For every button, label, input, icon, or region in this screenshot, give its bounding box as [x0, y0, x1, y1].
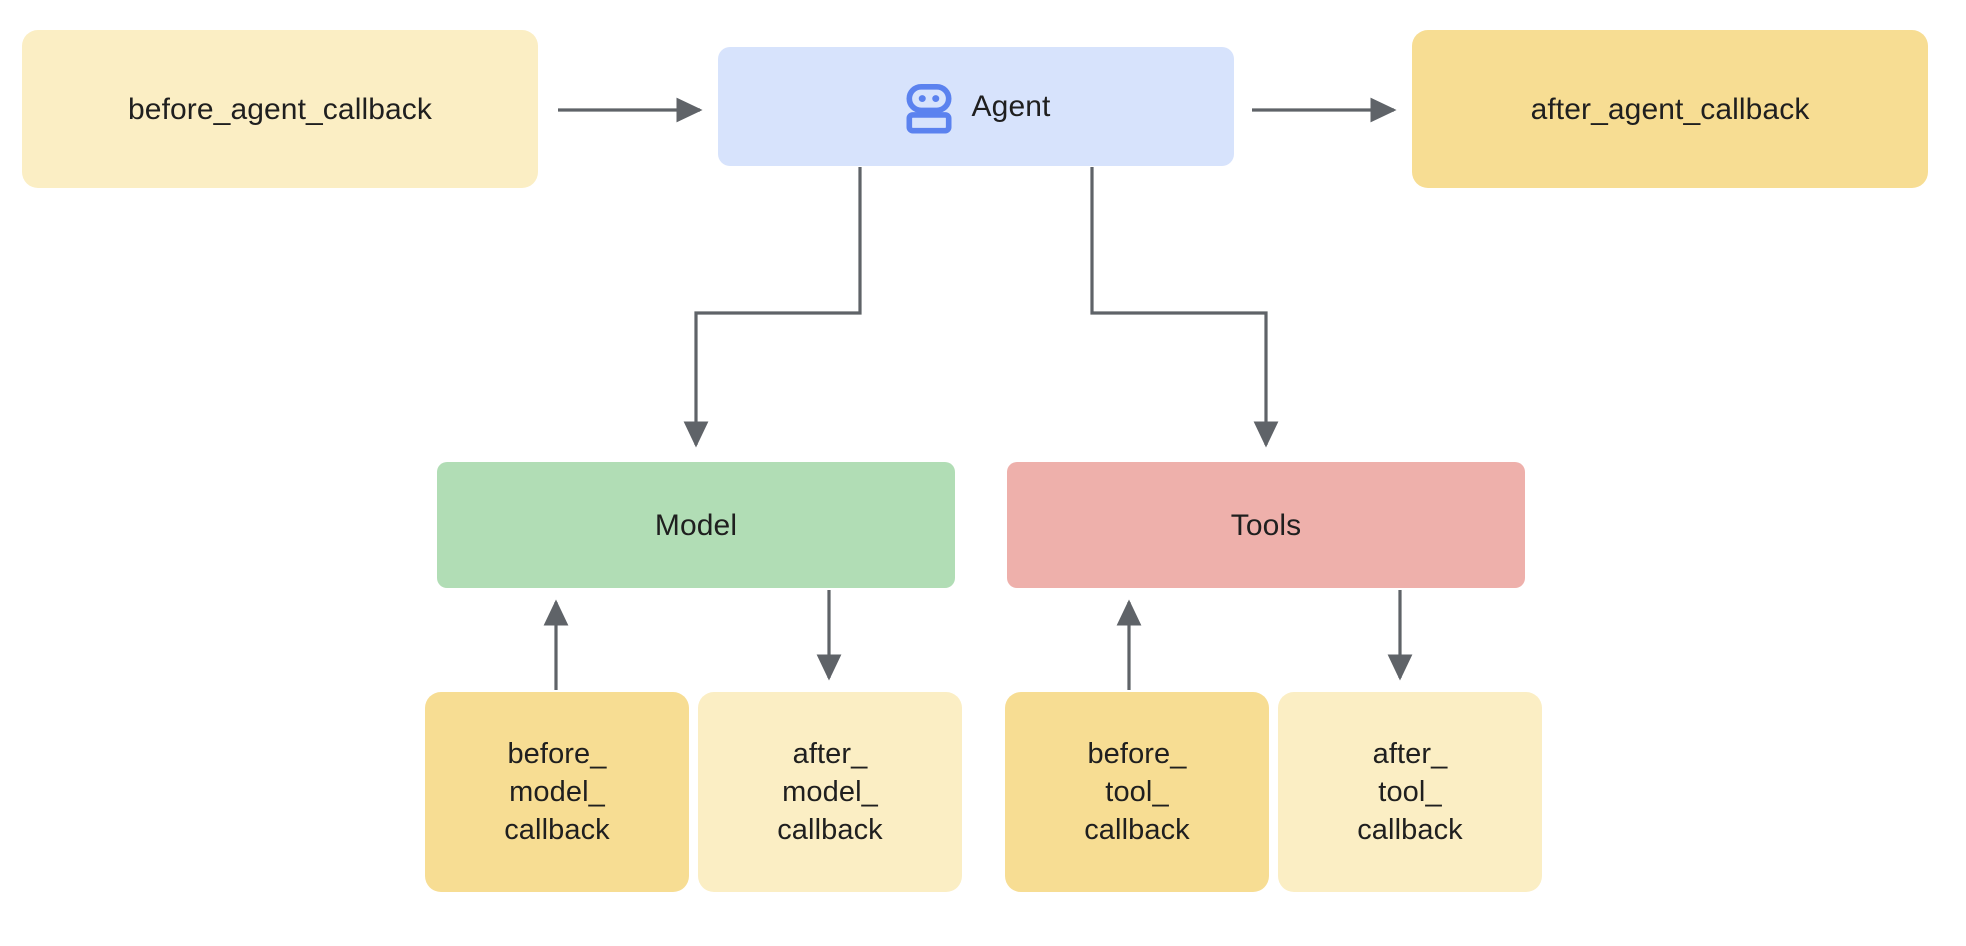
node-before-tool-callback[interactable]: before_ tool_ callback [1005, 692, 1269, 892]
node-after-model-callback[interactable]: after_ model_ callback [698, 692, 962, 892]
node-agent[interactable]: Agent [718, 47, 1234, 166]
node-after-agent-callback-label: after_agent_callback [1530, 92, 1810, 126]
node-before-agent-callback[interactable]: before_agent_callback [22, 30, 538, 188]
node-before-model-callback[interactable]: before_ model_ callback [425, 692, 689, 892]
node-after-tool-callback[interactable]: after_ tool_ callback [1278, 692, 1542, 892]
agent-inner: Agent [902, 80, 1051, 134]
edge-agent-to-model [683, 167, 862, 448]
node-after-model-callback-label: after_ model_ callback [777, 737, 883, 847]
node-model-label: Model [654, 508, 738, 542]
node-before-tool-callback-label: before_ tool_ callback [1084, 737, 1190, 847]
node-before-model-callback-label: before_ model_ callback [504, 737, 610, 847]
robot-icon [906, 83, 952, 133]
node-agent-label: Agent [971, 90, 1051, 123]
node-tools[interactable]: Tools [1007, 462, 1525, 588]
node-after-agent-callback[interactable]: after_agent_callback [1412, 30, 1928, 188]
node-before-agent-callback-label: before_agent_callback [128, 92, 432, 126]
node-model[interactable]: Model [437, 462, 955, 588]
node-tools-label: Tools [1230, 508, 1302, 542]
node-after-tool-callback-label: after_ tool_ callback [1357, 737, 1463, 847]
edge-agent-to-tools [1090, 167, 1279, 448]
